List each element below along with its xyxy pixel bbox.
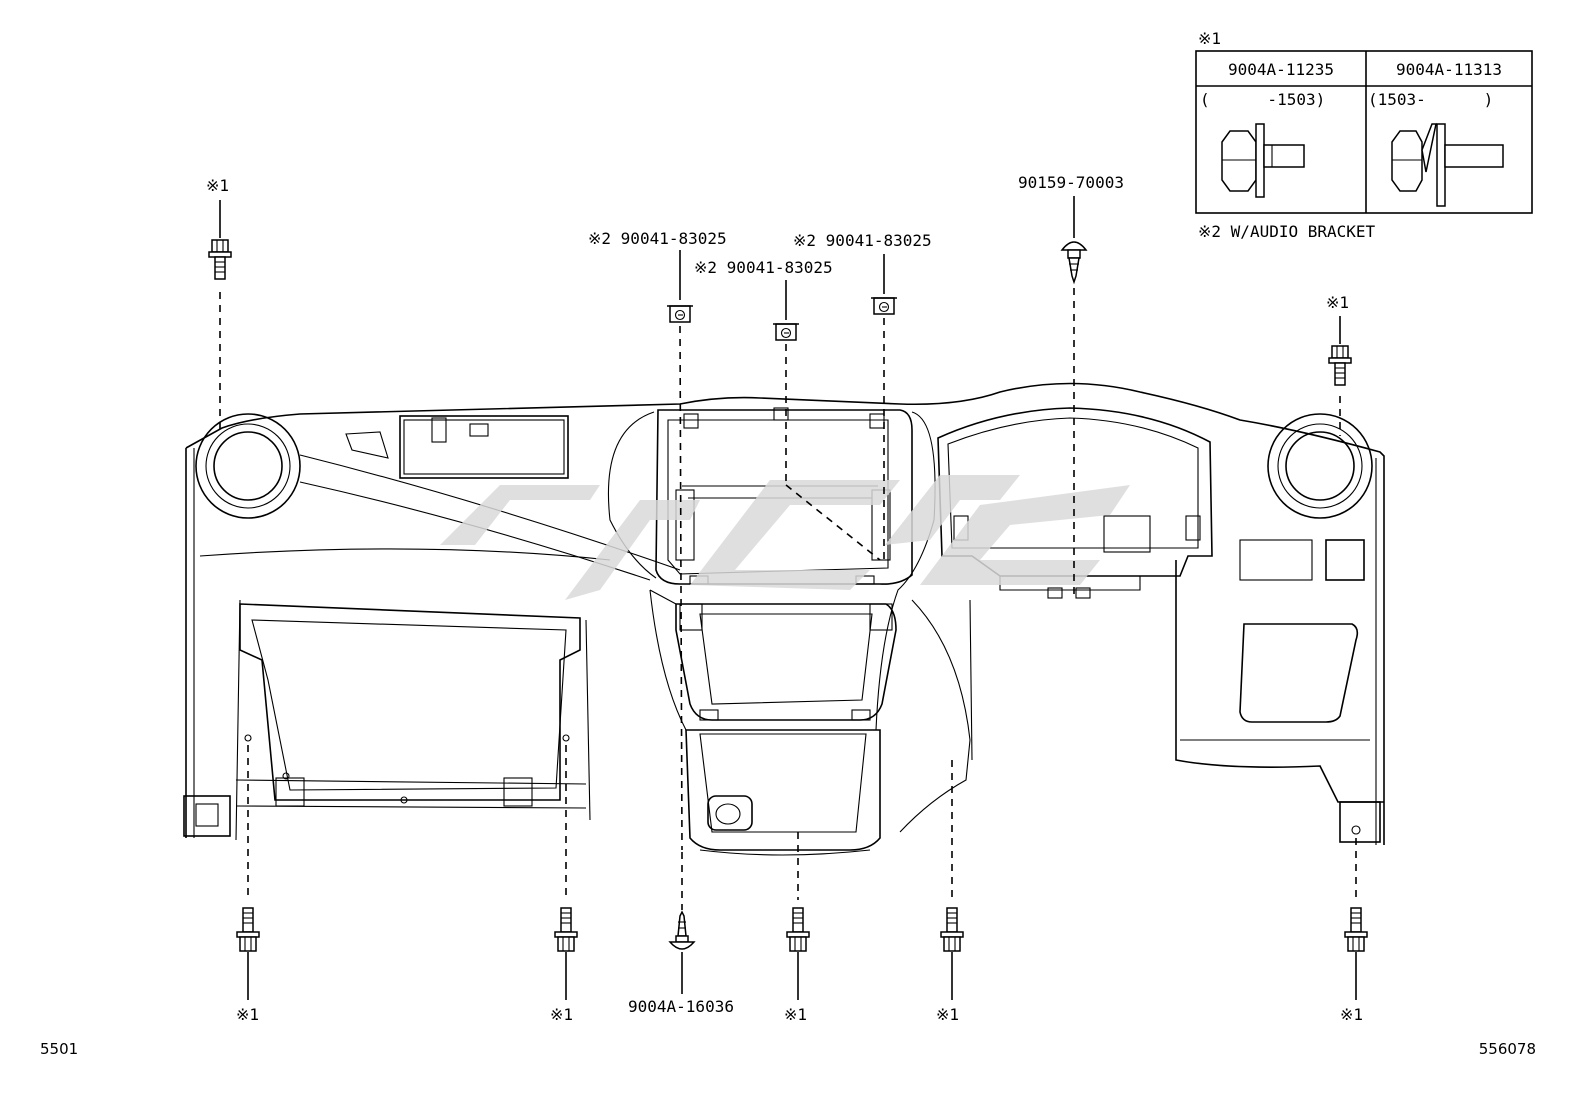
flange-bolt-icon (236, 907, 260, 952)
fastener-bottom-4: ※1 (784, 832, 810, 1024)
callout-top-left: ※1 (206, 176, 229, 195)
fastener-top-screw: 90159-70003 (1018, 173, 1124, 600)
flange-bolt-icon (1344, 907, 1368, 952)
callout-clip-b: ※2 90041-83025 (694, 258, 833, 277)
flange-bolt-icon (208, 239, 232, 280)
legend-table: ※1 9004A-11235 9004A-11313 ( -1503) (150… (1195, 29, 1533, 241)
callout-clip-a: ※2 90041-83025 (588, 229, 727, 248)
callout-right-bolt: ※1 (1326, 293, 1349, 312)
bolt-conical-washer-icon (1391, 123, 1504, 207)
callout-bottom-5: ※1 (936, 1005, 959, 1024)
fastener-top-left-bolt: ※1 (206, 176, 232, 432)
flange-bolt-icon (940, 907, 964, 952)
fastener-bottom-5: ※1 (936, 760, 964, 1024)
legend-note2: ※2 W/AUDIO BRACKET (1198, 222, 1376, 241)
watermark-logo (440, 475, 1130, 600)
fastener-bottom-1: ※1 (236, 745, 260, 1024)
flange-bolt-icon (554, 907, 578, 952)
flange-bolt-icon (1328, 345, 1352, 386)
fastener-bottom-3: 9004A-16036 (628, 852, 734, 1016)
callout-bottom-4: ※1 (784, 1005, 807, 1024)
callout-bottom-6: ※1 (1340, 1005, 1363, 1024)
footer-right-code: 556078 (1479, 1040, 1536, 1058)
nut-clip-icon (666, 305, 694, 323)
callout-top-screw: 90159-70003 (1018, 173, 1124, 192)
footer-left-code: 5501 (40, 1040, 78, 1058)
legend-col1-range: ( -1503) (1200, 90, 1325, 109)
callout-bottom-3: 9004A-16036 (628, 997, 734, 1016)
flange-bolt-icon (786, 907, 810, 952)
tapping-screw-icon (668, 910, 696, 950)
instrument-panel (183, 382, 1385, 856)
callout-bottom-1: ※1 (236, 1005, 259, 1024)
legend-col1-part: 9004A-11235 (1228, 60, 1334, 79)
legend-mark: ※1 (1198, 29, 1221, 48)
fastener-clip-c: ※2 90041-83025 (793, 231, 932, 560)
fastener-bottom-6: ※1 (1340, 838, 1368, 1024)
nut-clip-icon (870, 297, 898, 315)
fastener-clip-a: ※2 90041-83025 (588, 229, 727, 851)
callout-bottom-2: ※1 (550, 1005, 573, 1024)
bolt-flat-washer-icon (1221, 123, 1305, 198)
fastener-right-bolt: ※1 (1326, 293, 1352, 436)
legend-col2-range: (1503- ) (1368, 90, 1493, 109)
nut-clip-icon (772, 323, 800, 341)
callout-clip-c: ※2 90041-83025 (793, 231, 932, 250)
tapping-screw-icon (1060, 241, 1088, 285)
fastener-bottom-2: ※1 (550, 745, 578, 1024)
legend-col2-part: 9004A-11313 (1396, 60, 1502, 79)
fastener-clip-b: ※2 90041-83025 (694, 258, 881, 561)
